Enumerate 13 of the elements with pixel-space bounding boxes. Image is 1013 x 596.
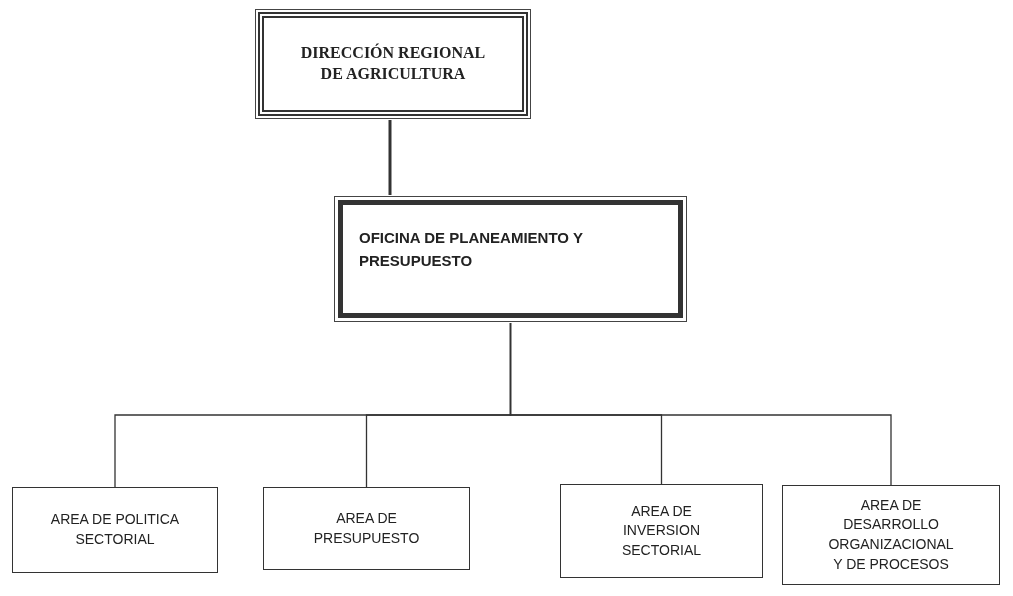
node-label: DIRECCIÓN REGIONAL DE AGRICULTURA bbox=[299, 43, 487, 84]
directorate-box bbox=[258, 12, 528, 116]
node-label: AREA DE POLITICA SECTORIAL bbox=[49, 510, 181, 549]
node-label: AREA DE DESARROLLO ORGANIZACIONAL Y DE PROCESOS bbox=[827, 495, 955, 574]
area-box bbox=[782, 485, 1000, 585]
connector-line bbox=[509, 322, 892, 486]
node-label: OFICINA DE PLANEAMIENTO Y PRESUPUESTO bbox=[359, 228, 584, 271]
node-label: AREA DE PRESUPUESTO bbox=[313, 508, 420, 548]
area-box bbox=[263, 487, 470, 570]
connector-line bbox=[388, 120, 392, 195]
area-box bbox=[12, 487, 218, 573]
node-label: AREA DE INVERSION SECTORIAL bbox=[620, 501, 703, 560]
area-box bbox=[560, 484, 763, 578]
